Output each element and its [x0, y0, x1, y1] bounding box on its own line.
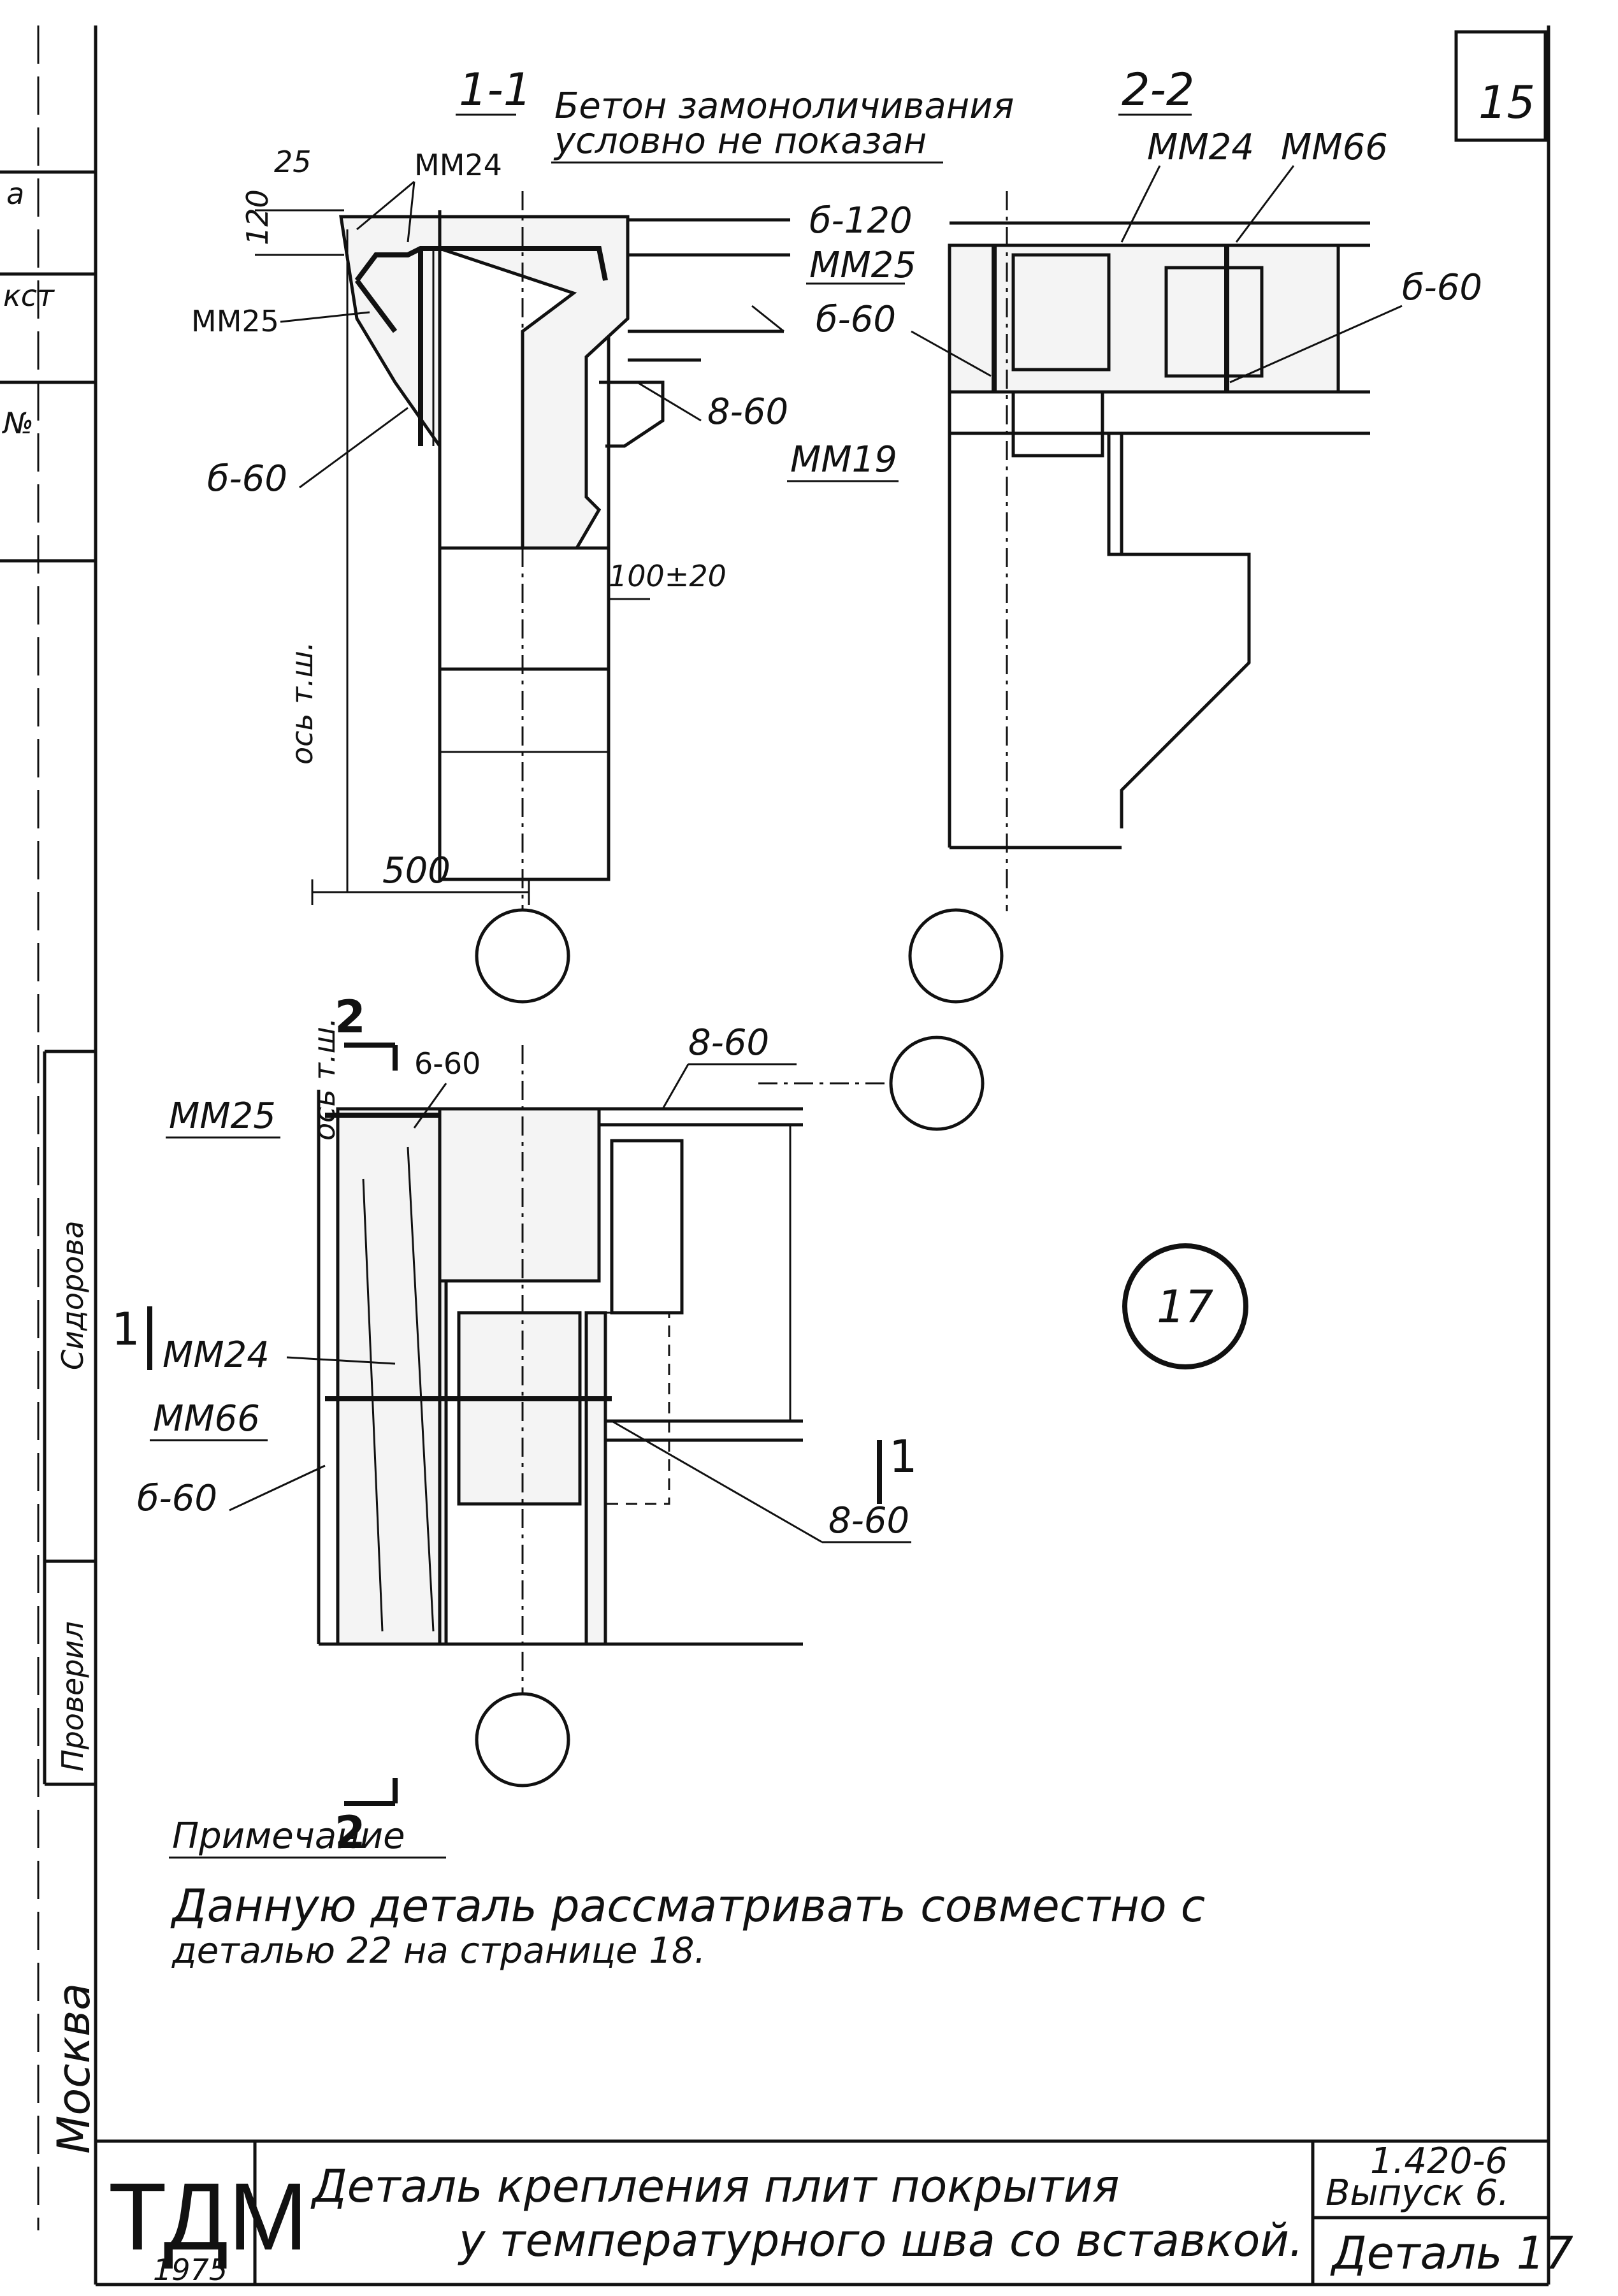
org-mark: ТДМ [108, 2163, 308, 2270]
note-line2: деталью 22 на странице 18. [171, 1930, 705, 1972]
plan-view: 2 2 1 1 ММ25 [112, 991, 1248, 1859]
label-b660-s2-left: б-60 [816, 299, 896, 340]
note-block: Примечание Данную деталь рассматривать с… [169, 1816, 1205, 1972]
label-mm25-s2: ММ25 [809, 245, 916, 286]
label-b660-s2-right: б-60 [1402, 267, 1482, 308]
plan-right-strip [584, 1311, 607, 1646]
stamp-kst: кст [3, 278, 55, 313]
axis-bubble-2 [908, 908, 1004, 1004]
cut-1-right: 1 [889, 1431, 918, 1483]
note-heading: Примечание [172, 1816, 405, 1857]
label-b660-s1: б-60 [207, 458, 287, 500]
label-mm25-s1: ММ25 [191, 304, 279, 338]
plan-label-mm66: ММ66 [153, 1398, 260, 1440]
plan-label-860-top: 8-60 [688, 1022, 769, 1064]
column-head [343, 215, 630, 550]
year: 1975 [153, 2253, 228, 2287]
section-2-2-title: 2-2 [1122, 64, 1194, 116]
plan-label-660-top: 6-60 [414, 1046, 480, 1081]
stamp-no: № [1, 406, 34, 440]
label-b860-s1: 8-60 [707, 391, 788, 433]
label-mm66-s2: ММ66 [1281, 127, 1388, 168]
plan-top-block [438, 1107, 601, 1283]
dim-25: 25 [274, 145, 312, 179]
section-1-1-note-line2: условно не показан [553, 120, 927, 162]
section-1-1-note-line1: Бетон замоноличивания [554, 85, 1014, 127]
cut-2-top: 2 [335, 991, 366, 1043]
page-number-box: 15 [1454, 30, 1547, 142]
cut-1-left: 1 [112, 1303, 140, 1355]
plan-label-b660-bottom: б-60 [137, 1478, 217, 1519]
section-1-1: 1-1 Бетон замоноличивания условно не пок… [191, 64, 1014, 911]
series: 1.420-6 [1370, 2141, 1508, 2182]
axis-label-1: ось т.ш. [285, 642, 319, 765]
detail-marker-number: 17 [1157, 1281, 1213, 1333]
page-number: 15 [1478, 76, 1535, 129]
label-mm19-s1: ММ19 [790, 439, 897, 480]
dim-500: 500 [382, 850, 451, 892]
label-b6120-s2: б-120 [809, 200, 913, 242]
plan-label-mm25: ММ25 [169, 1095, 276, 1137]
plan-label-mm24: ММ24 [163, 1334, 270, 1376]
issue: Выпуск 6. [1325, 2172, 1509, 2214]
stamp-a: а [6, 177, 24, 211]
plan-label-860-bottom: 8-60 [828, 1500, 909, 1541]
axis-bubble-4 [475, 1692, 570, 1787]
detail-marker [1122, 1243, 1248, 1369]
axis-bubble-1 [475, 908, 570, 1004]
plan-left-band [336, 1107, 448, 1646]
sheet-frame [37, 25, 1550, 2286]
strip-city: Москва [48, 1983, 100, 2154]
title-line2: у температурного шва со вставкой. [458, 2214, 1303, 2267]
anchor-bar-mm24 [354, 246, 608, 282]
label-mm24-s2: ММ24 [1147, 127, 1254, 168]
left-slab-end [339, 215, 442, 451]
left-stamp: а кст № Сидорова Проверил Москва [0, 170, 100, 2154]
axis-bubble-3 [889, 1036, 985, 1131]
plan-label-axis: ось т.ш. [307, 1018, 342, 1141]
note-line1: Данную деталь рассматривать совместно с [170, 1880, 1205, 1932]
cut-2-bottom: 2 [335, 1807, 366, 1859]
strip-checked: Проверил [55, 1621, 90, 1772]
plan-middle-block [457, 1311, 582, 1506]
title-block: ТДМ 1975 Деталь крепления плит покрытия … [96, 2139, 1573, 2287]
title-line1: Деталь крепления плит покрытия [310, 2160, 1120, 2213]
detail-number: Деталь 17 [1330, 2227, 1573, 2279]
dim-100: 100±20 [609, 559, 726, 593]
strip-signature: Сидорова [55, 1220, 90, 1370]
dim-120: 120 [240, 189, 275, 245]
section-2-2: 2-2 ММ24 ММ66 б-120 ММ25 б-60 б-60 [806, 64, 1482, 911]
label-mm24-s1: ММ24 [414, 148, 502, 182]
section-1-1-title: 1-1 [459, 64, 531, 116]
